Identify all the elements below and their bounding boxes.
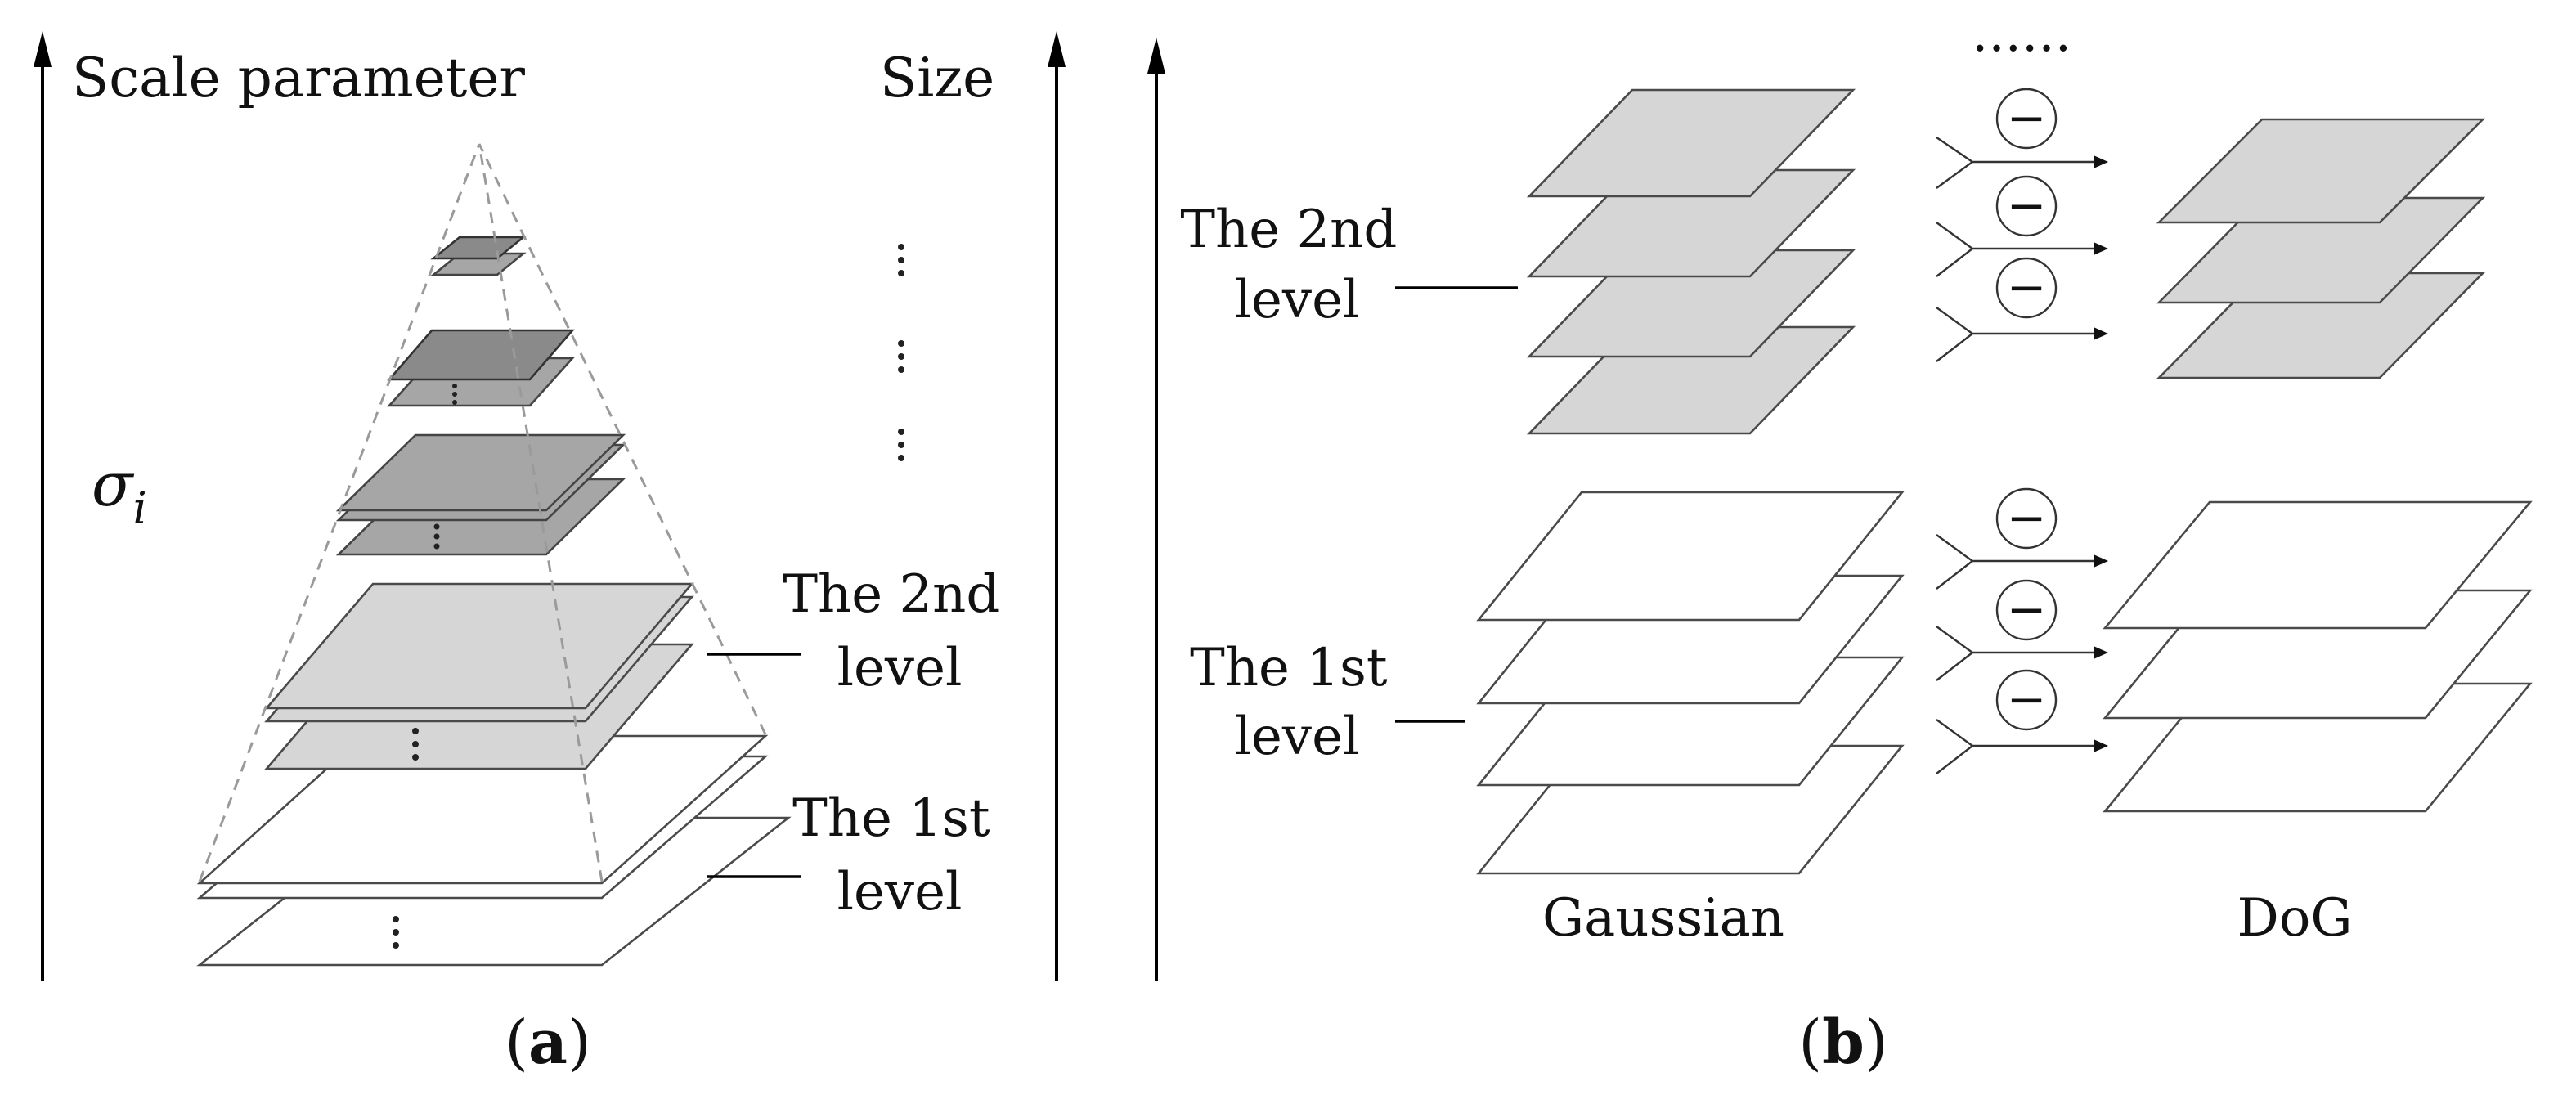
pyramid-dashed-edge-back (478, 143, 604, 882)
caption-a: (a) (505, 1007, 591, 1078)
dog-sheet (2103, 500, 2533, 630)
dog-label: DoG (2237, 888, 2353, 949)
vertical-ellipsis-icon (412, 728, 419, 761)
first-level-label: The 1st level (792, 788, 1007, 922)
dog-sheet (2156, 196, 2486, 304)
pyramid-level-1 (196, 734, 792, 967)
size-ellipsis-icon (898, 340, 904, 373)
minus-icon: − (2007, 177, 2047, 233)
minus-icon: − (2007, 581, 2047, 637)
level3-sheet-top (335, 433, 626, 512)
left-axis-arrowhead (34, 31, 52, 67)
panel-a: Scale parameter Size σi (34, 31, 1066, 1078)
axis-label-size: Size (880, 47, 994, 110)
caption-b: (b) (1798, 1007, 1888, 1078)
vertical-ellipsis-icon (433, 523, 440, 550)
panel-b: ...... (1147, 3, 2533, 1078)
subtract-operators-level-2: − − − (1936, 88, 2108, 362)
gaussian-stack-level-1 (1476, 491, 1905, 875)
minus-icon: − (2007, 259, 2047, 315)
minus-operator: − (1936, 175, 2108, 277)
size-ellipsis-icon (898, 244, 904, 276)
pyramid-level-5 (430, 236, 527, 276)
gaussian-stack-level-2 (1526, 88, 1856, 435)
dog-stack-level-1 (2103, 500, 2533, 813)
right-axis-arrowhead (1048, 31, 1066, 67)
vertical-ellipsis-icon (452, 384, 457, 405)
b-second-level-label: The 2nd level (1180, 200, 1413, 330)
pyramid-dashed-edge-right (478, 143, 767, 735)
axis-label-scale-parameter: Scale parameter (72, 47, 525, 110)
top-ellipsis: ...... (1972, 3, 2071, 64)
minus-operator: − (1936, 579, 2108, 681)
sigma-label: σi (92, 450, 147, 534)
size-ellipsis-icon (898, 429, 904, 461)
minus-operator: − (1936, 88, 2108, 189)
gaussian-label: Gaussian (1542, 888, 1784, 949)
b-first-level-label: The 1st level (1190, 638, 1404, 767)
minus-icon: − (2007, 671, 2047, 727)
level1-sheet-top (196, 734, 769, 885)
minus-icon: − (2007, 90, 2047, 146)
gaussian-sheet (1526, 88, 1856, 198)
pyramid-level-3 (335, 433, 626, 556)
second-level-label: The 2nd level (783, 564, 1016, 698)
vertical-ellipsis-icon (393, 916, 399, 949)
pyramid-level-2 (264, 582, 694, 770)
dog-stack-level-2 (2156, 118, 2486, 379)
gaussian-sheet (1476, 491, 1905, 622)
minus-operator: − (1936, 257, 2108, 362)
level4-sheet-top (387, 329, 575, 381)
panel-b-axis-arrowhead (1147, 38, 1165, 74)
minus-operator: − (1936, 487, 2108, 590)
pyramid-dashed-edge-left (198, 143, 481, 882)
pyramid-level-4 (387, 329, 575, 407)
minus-operator: − (1936, 669, 2108, 774)
minus-icon: − (2007, 490, 2047, 545)
dog-sheet (2156, 118, 2486, 224)
subtract-operators-level-1: − − − (1936, 487, 2108, 774)
